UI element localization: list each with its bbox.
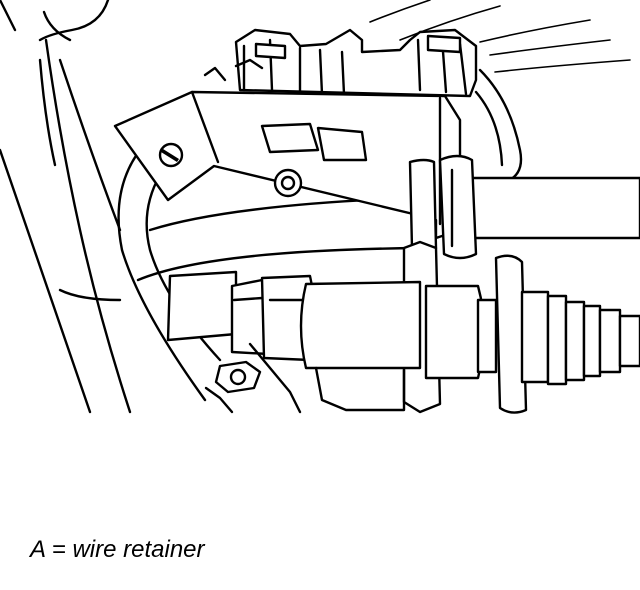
lower-cable-assembly (166, 254, 640, 414)
upper-cable (408, 154, 640, 260)
figure-caption: A = wire retainer (30, 536, 205, 563)
lower-housing (204, 342, 406, 414)
wire-retainer-illustration (0, 0, 640, 414)
background-outline-lines (0, 0, 631, 414)
wire-retainer-bracket (113, 90, 462, 240)
connector-block (203, 28, 523, 184)
